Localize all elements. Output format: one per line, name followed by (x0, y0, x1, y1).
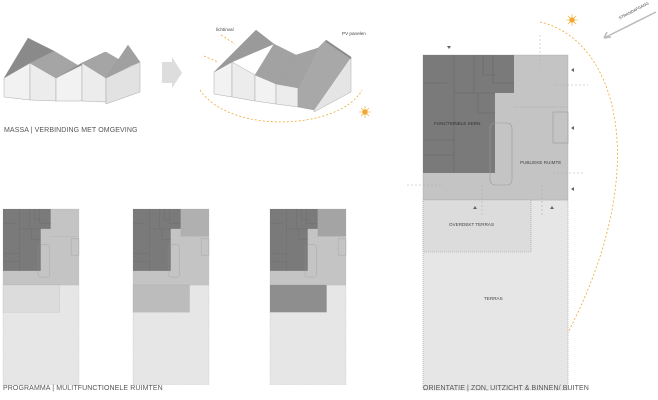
inner-core-outline (489, 122, 513, 186)
mass-volume-basic (3, 37, 141, 105)
plan-variant-2 (132, 208, 210, 385)
room-walls (423, 55, 514, 173)
room-walls (270, 209, 318, 271)
functionele-kern-zone (133, 209, 181, 271)
label-overdekt-terras: OVERDEKT TERRAS (449, 222, 495, 227)
sun-path-dashed (199, 21, 618, 366)
functionele-kern-zone (423, 55, 514, 173)
side-room-outline (552, 111, 569, 144)
label-functionele-kern: FUNCTIONELE KERN (434, 121, 481, 126)
strand-arrow-icon (603, 11, 657, 39)
mass-volume-sustainable (213, 29, 352, 113)
overdekt-terras-zone (269, 284, 327, 313)
view-arrows (405, 35, 588, 216)
caption-programma: PROGRAMMA | MULITFUNCTIONELE RUIMTEN (3, 385, 163, 392)
plan-variant-3 (269, 208, 347, 385)
functionele-kern-zone (3, 209, 51, 271)
room-walls (3, 209, 51, 271)
side-room-outline (337, 238, 347, 256)
side-room-outline (200, 238, 210, 256)
overdekt-terras-zone (2, 284, 60, 313)
inner-core-outline (304, 244, 317, 278)
functionele-kern-zone (270, 209, 318, 271)
caption-massa: MASSA | VERBINDING MET OMGEVING (4, 127, 138, 134)
label-publieke-ruimte: PUBLIEKE RUIMTE (520, 160, 562, 165)
plan-orientation (422, 54, 569, 391)
label-pv-panelen: PV panelen (342, 31, 366, 36)
inner-core-outline (37, 244, 50, 278)
publiek-sub-zone (180, 209, 209, 237)
room-walls (133, 209, 181, 271)
publiek-sub-zone (317, 209, 346, 237)
sun-icon (359, 14, 578, 118)
label-terras: TERRAS (484, 296, 503, 301)
plan-variant-1 (2, 208, 80, 385)
entrance-markers (447, 46, 574, 209)
inner-core-outline (167, 244, 180, 278)
label-lichtinval: lichtinval (216, 27, 234, 32)
overdekt-terras-zone (132, 284, 190, 313)
transition-arrow-icon (162, 57, 182, 88)
caption-orientatie: ORIENTATIE | ZON, UITZICHT & BINNEN/ BUI… (423, 385, 589, 392)
overdekt-terras-zone (422, 199, 532, 253)
side-room-outline (70, 238, 80, 256)
